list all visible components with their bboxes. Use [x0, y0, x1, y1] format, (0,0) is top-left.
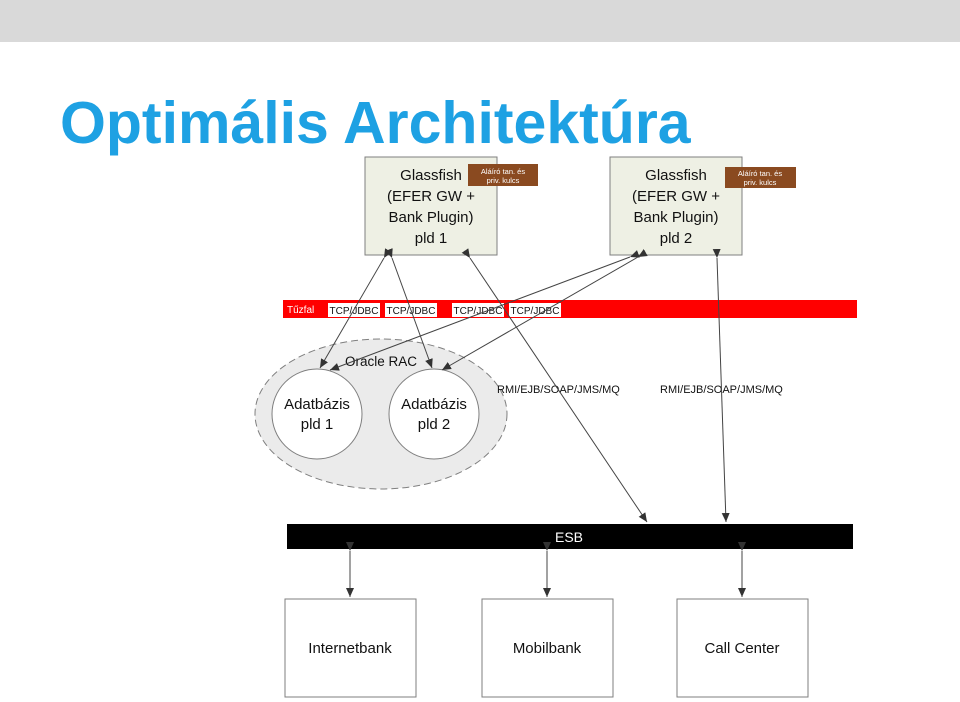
cluster-label: Oracle RAC: [345, 354, 417, 369]
key-badge-1-line-1: Aláíró tan. és: [481, 167, 525, 176]
server-1-line-1: Glassfish: [400, 167, 462, 184]
esb-bar: ESB: [287, 524, 853, 549]
top-bar: [0, 0, 960, 42]
slide-title: Optimális Architektúra: [60, 90, 691, 156]
esb-label: ESB: [555, 529, 583, 545]
client-call-center-label: Call Center: [704, 640, 779, 657]
client-mobilbank: Mobilbank: [481, 598, 614, 698]
database-1-line-2: pld 1: [301, 416, 334, 433]
database-node-2: Adatbázis pld 2: [388, 368, 480, 460]
server-2-line-1: Glassfish: [645, 167, 707, 184]
arrow-server1-esb: [461, 248, 648, 523]
key-badge-2-line-2: priv. kulcs: [744, 178, 777, 187]
database-1-line-1: Adatbázis: [284, 396, 350, 413]
server-1-line-2: (EFER GW +: [387, 188, 475, 205]
firewall-bar: Tűzfal TCP/JDBC TCP/JDBC TCP/JDBC TCP/JD…: [283, 300, 857, 318]
server-1-line-4: pld 1: [415, 230, 448, 247]
client-internetbank-label: Internetbank: [308, 640, 392, 657]
server-2-line-4: pld 2: [660, 230, 693, 247]
connection-arrows: [319, 248, 746, 597]
key-badge-2-line-1: Aláíró tan. és: [738, 169, 782, 178]
firewall-label: Tűzfal: [287, 305, 314, 316]
key-badge-1: Aláíró tan. és priv. kulcs: [468, 164, 538, 186]
port-label-4: TCP/JDBC: [511, 306, 560, 317]
client-call-center: Call Center: [676, 598, 809, 698]
database-2-line-2: pld 2: [418, 416, 451, 433]
server-2-line-3: Bank Plugin): [633, 209, 718, 226]
key-badge-1-line-2: priv. kulcs: [487, 176, 520, 185]
arrow-server2-esb: [712, 248, 730, 523]
glassfish-server-1: Glassfish (EFER GW + Bank Plugin) pld 1: [364, 156, 498, 256]
client-internetbank: Internetbank: [284, 598, 417, 698]
key-badge-2: Aláíró tan. és priv. kulcs: [725, 167, 796, 188]
glassfish-server-2: Glassfish (EFER GW + Bank Plugin) pld 2: [609, 156, 743, 256]
server-2-line-2: (EFER GW +: [632, 188, 720, 205]
database-node-1: Adatbázis pld 1: [271, 368, 363, 460]
database-2-line-1: Adatbázis: [401, 396, 467, 413]
client-mobilbank-label: Mobilbank: [513, 640, 582, 657]
server-1-line-3: Bank Plugin): [388, 209, 473, 226]
port-label-1: TCP/JDBC: [330, 306, 379, 317]
